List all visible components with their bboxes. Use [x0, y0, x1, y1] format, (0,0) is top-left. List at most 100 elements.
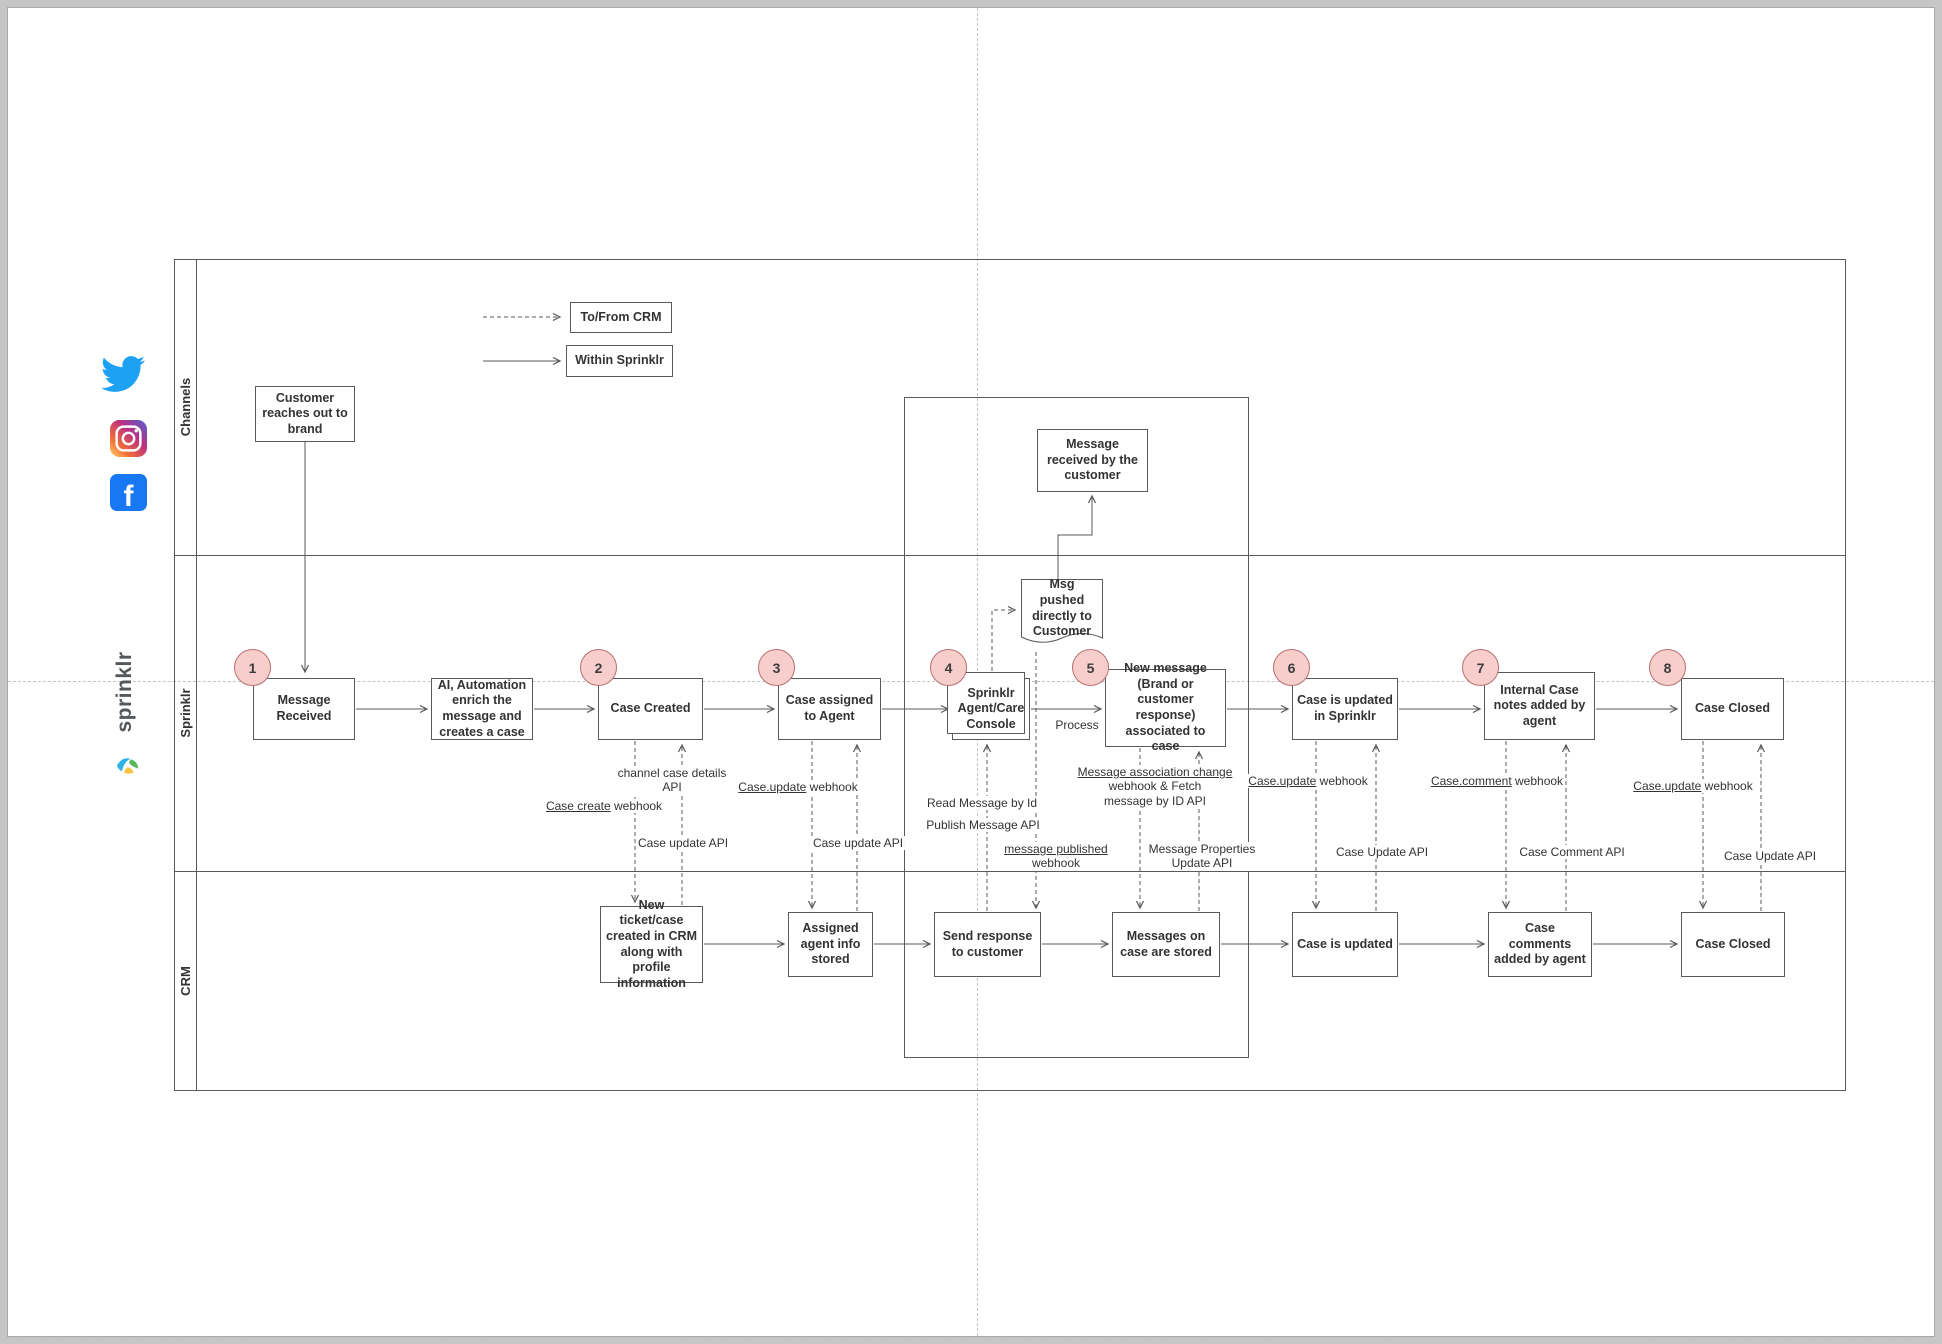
step-badge-1[interactable]: 1 [234, 649, 271, 686]
badge-number: 8 [1663, 659, 1672, 676]
label-link: Case.update [1248, 774, 1317, 788]
badge-number: 7 [1476, 659, 1485, 676]
lane-label-channels: Channels [177, 377, 193, 437]
node-messages-stored[interactable]: Messages on case are stored [1112, 912, 1220, 977]
document-shape [1021, 579, 1103, 643]
label-case-update-api-col2: Case update API [635, 836, 731, 851]
node-label: Msg pushed directly to Customer [1032, 577, 1092, 639]
node-case-closed-crm[interactable]: Case Closed [1681, 912, 1785, 977]
step-badge-5[interactable]: 5 [1072, 649, 1109, 686]
legend-label: To/From CRM [580, 309, 662, 324]
badge-number: 3 [772, 659, 781, 676]
sprinklr-logo-text: sprinklr [113, 651, 136, 733]
lane-label-divider [196, 259, 197, 1091]
node-label: Case Closed [1695, 936, 1771, 951]
badge-number: 2 [594, 659, 603, 676]
process-group-label: Process [1053, 718, 1101, 733]
node-label: Customer reaches out to brand [262, 390, 348, 436]
node-case-closed-sprinklr[interactable]: Case Closed [1681, 678, 1784, 740]
process-group-box[interactable] [904, 397, 1249, 1058]
node-agent-info-stored[interactable]: Assigned agent info stored [788, 912, 873, 977]
legend-within-sprinklr[interactable]: Within Sprinklr [566, 345, 673, 377]
node-label: AI, Automation enrich the message and cr… [437, 677, 527, 739]
node-agent-console[interactable]: Sprinklr Agent/Care Console [947, 672, 1030, 740]
step-badge-7[interactable]: 7 [1462, 649, 1499, 686]
node-case-updated-crm[interactable]: Case is updated [1292, 912, 1398, 977]
lane-divider-channels-sprinklr [174, 555, 1846, 556]
node-case-assigned[interactable]: Case assigned to Agent [778, 678, 881, 740]
lane-label-sprinklr: Sprinklr [177, 688, 193, 738]
label-message-association-webhook: Message association change webhook & Fet… [1075, 765, 1235, 809]
sprinklr-burst-icon[interactable] [112, 748, 142, 778]
label-link: message published [1004, 842, 1108, 856]
label-read-message-by-id: Read Message by Id [924, 796, 1040, 811]
label-rest: webhook & Fetch message by ID API [1103, 779, 1207, 808]
node-label: Case Closed [1694, 701, 1771, 716]
badge-number: 1 [248, 659, 257, 676]
badge-number: 6 [1287, 659, 1296, 676]
badge-number: 4 [944, 659, 953, 676]
node-customer-reaches-out[interactable]: Customer reaches out to brand [255, 386, 355, 442]
label-case-update-api-col3: Case update API [810, 836, 906, 851]
lane-divider-sprinklr-crm [174, 871, 1846, 872]
label-case-update-api-col6: Case Update API [1333, 845, 1431, 860]
label-message-properties-api: Message Properties Update API [1146, 842, 1258, 871]
step-badge-6[interactable]: 6 [1273, 649, 1310, 686]
label-rest: webhook [1704, 779, 1753, 793]
page-guide-horizontal-bottom [8, 1337, 1934, 1338]
node-message-received[interactable]: Message Received [253, 678, 355, 740]
node-case-updated-sprinklr[interactable]: Case is updated in Sprinklr [1292, 678, 1398, 740]
step-badge-4[interactable]: 4 [930, 649, 967, 686]
twitter-bird [101, 356, 146, 392]
node-label: New ticket/case created in CRM along wit… [606, 897, 697, 990]
sprinklr-burst-glyph [117, 758, 139, 774]
swimlane-pool [174, 259, 1846, 1091]
node-internal-case-notes[interactable]: Internal Case notes added by agent [1484, 672, 1595, 740]
node-case-created[interactable]: Case Created [598, 678, 703, 740]
step-badge-8[interactable]: 8 [1649, 649, 1686, 686]
step-badge-3[interactable]: 3 [758, 649, 795, 686]
node-label: Message Received [276, 693, 332, 723]
label-rest: webhook [614, 799, 663, 813]
label-case-update-webhook-col3: Case.update webhook [736, 780, 860, 795]
label-channel-case-details-api: channel case details API [609, 766, 735, 795]
label-link: Case.update [738, 780, 807, 794]
twitter-icon[interactable] [101, 352, 146, 396]
label-case-update-api-col8: Case Update API [1721, 849, 1819, 864]
node-ai-automation[interactable]: AI, Automation enrich the message and cr… [431, 678, 533, 740]
node-label: Messages on case are stored [1120, 928, 1212, 959]
node-label: Internal Case notes added by agent [1493, 682, 1586, 728]
node-new-ticket-crm[interactable]: New ticket/case created in CRM along wit… [600, 898, 703, 990]
node-label: Assigned agent info stored [800, 921, 861, 967]
node-label: Case is updated [1297, 936, 1393, 951]
facebook-icon[interactable]: f [110, 474, 147, 511]
node-case-comments-crm[interactable]: Case comments added by agent [1488, 912, 1592, 977]
step-badge-2[interactable]: 2 [580, 649, 617, 686]
label-link: Case create [545, 799, 611, 813]
node-label: Send response to customer [942, 928, 1033, 959]
node-new-message-associated[interactable]: New message (Brand or customer response)… [1105, 661, 1226, 753]
instagram-glyph [110, 420, 147, 457]
node-send-response[interactable]: Send response to customer [934, 912, 1041, 977]
node-label: Case comments added by agent [1494, 921, 1586, 967]
node-msg-pushed-document[interactable]: Msg pushed directly to Customer [1021, 577, 1103, 650]
label-case-update-webhook-col6: Case.update webhook [1246, 774, 1370, 789]
label-rest: webhook [1031, 856, 1081, 871]
label-link: Case.comment [1430, 774, 1512, 788]
label-link: Case.update [1633, 779, 1702, 793]
badge-number: 5 [1086, 659, 1095, 676]
label-link: Message association change [1077, 765, 1233, 779]
lane-label-crm: CRM [177, 966, 193, 996]
label-case-create-webhook: Case create webhook [543, 799, 665, 814]
node-label: Case Created [610, 701, 691, 716]
legend-to-from-crm[interactable]: To/From CRM [570, 302, 672, 333]
label-publish-message-api: Publish Message API [924, 818, 1042, 833]
label-rest: webhook [1319, 774, 1368, 788]
instagram-icon[interactable] [110, 420, 147, 457]
label-case-comment-webhook: Case.comment webhook [1428, 774, 1566, 789]
node-label: Case assigned to Agent [785, 693, 874, 723]
label-rest: webhook [1515, 774, 1564, 788]
node-message-received-by-customer[interactable]: Message received by the customer [1037, 429, 1148, 492]
legend-label: Within Sprinklr [575, 353, 664, 368]
